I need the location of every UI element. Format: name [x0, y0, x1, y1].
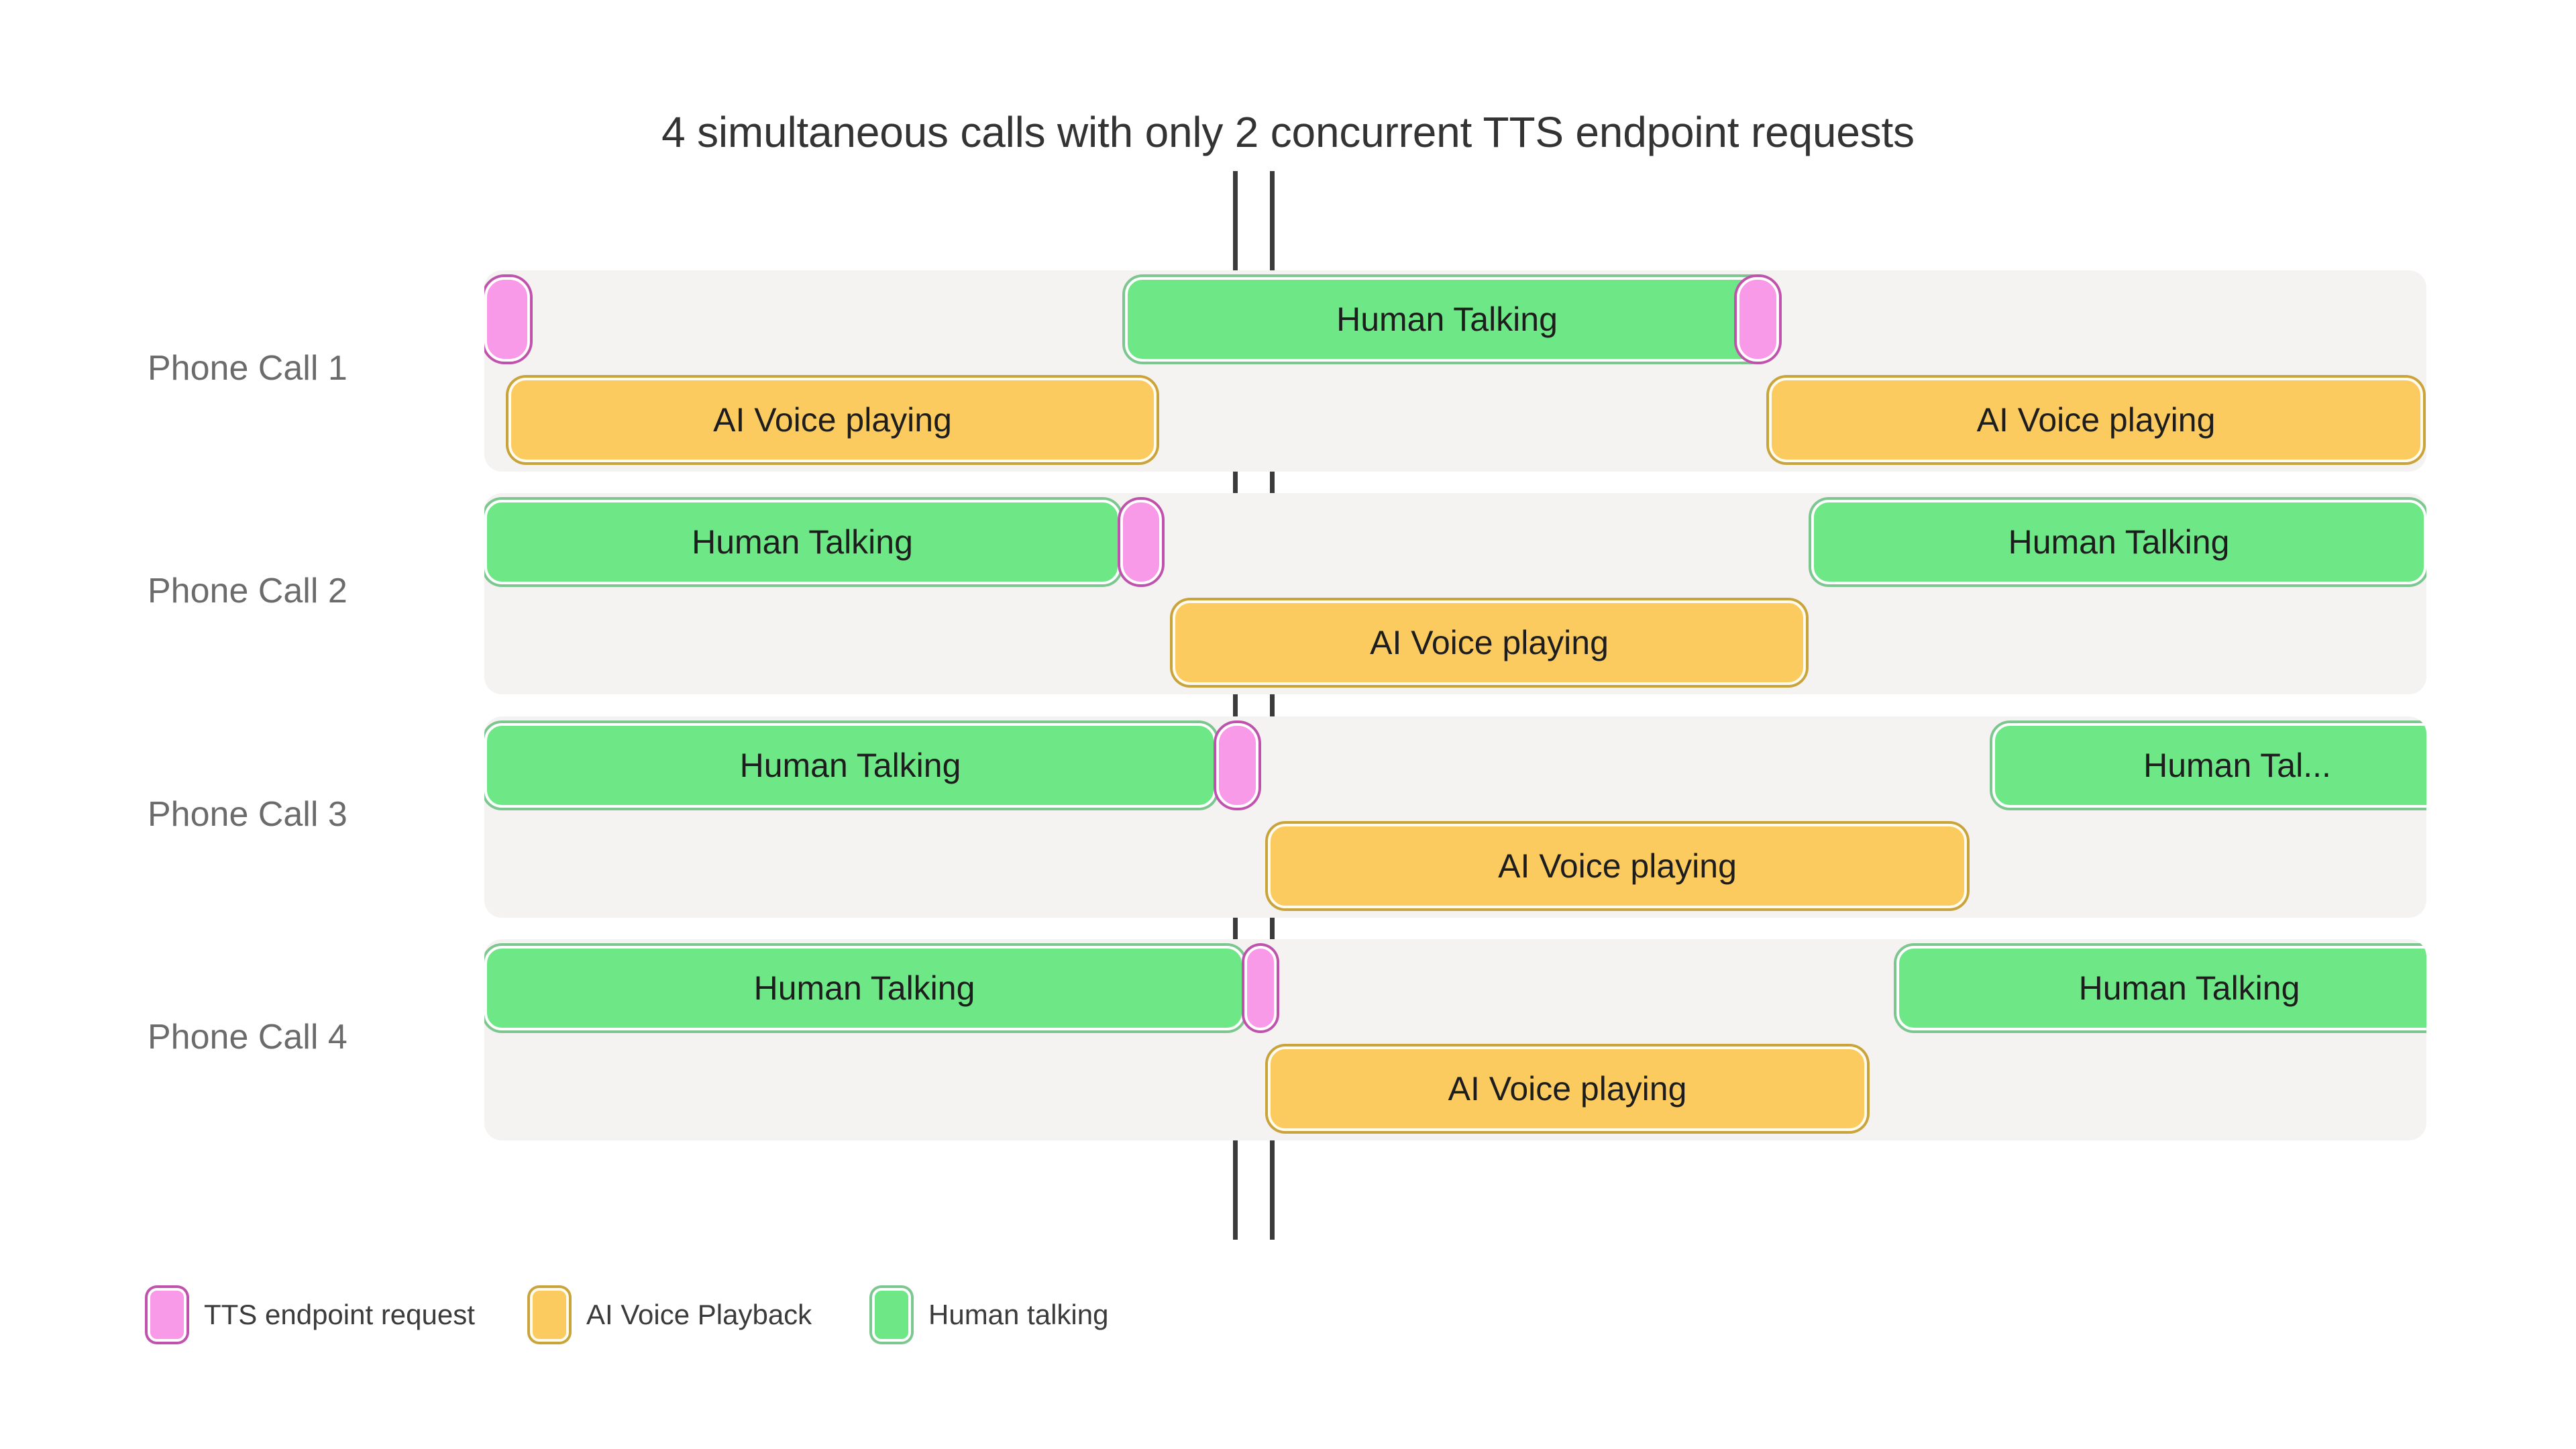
bar-label: AI Voice playing [1370, 624, 1609, 661]
bar-label: Human Tal... [2143, 747, 2331, 784]
bar-label: Human Talking [2008, 523, 2230, 561]
tts-request-bar[interactable] [1120, 500, 1162, 584]
human-talking-bar[interactable]: Human Talking [484, 500, 1120, 584]
bar-label: Human Talking [692, 523, 913, 561]
ai-voice-playback-bar[interactable]: AI Voice playing [1268, 824, 1967, 908]
row-label-phone-call-2: Phone Call 2 [148, 572, 347, 610]
bar-label: AI Voice playing [1498, 847, 1737, 885]
legend-swatch-human-icon [872, 1288, 911, 1342]
legend-swatch-ai-icon [530, 1288, 569, 1342]
concurrency-line-1 [1233, 171, 1238, 1240]
tts-request-bar[interactable] [1737, 277, 1779, 362]
row-label-phone-call-3: Phone Call 3 [148, 795, 347, 834]
bar-label: Human Talking [753, 969, 975, 1007]
human-talking-bar[interactable]: Human Talking [1125, 277, 1769, 362]
ai-voice-playback-bar[interactable]: AI Voice playing [1173, 600, 1806, 685]
row-label-phone-call-1: Phone Call 1 [148, 349, 347, 388]
timeline-track-phone-call-2: Human Talking Human Talking AI Voice playi… [484, 493, 2426, 694]
bar-label: AI Voice playing [1448, 1070, 1687, 1108]
bar-label: AI Voice playing [713, 401, 952, 439]
ai-voice-playback-bar[interactable]: AI Voice playing [508, 378, 1157, 462]
human-talking-bar[interactable]: Human Talking [1811, 500, 2426, 584]
tts-request-bar[interactable] [1244, 946, 1277, 1030]
tts-request-bar[interactable] [1216, 723, 1258, 808]
legend-item-tts[interactable]: TTS endpoint request [148, 1285, 475, 1345]
human-talking-bar[interactable]: Human Talking [1896, 946, 2426, 1030]
legend-item-human[interactable]: Human talking [872, 1285, 1108, 1345]
ai-voice-playback-bar[interactable]: AI Voice playing [1268, 1046, 1867, 1131]
human-talking-bar[interactable]: Human Tal... [1992, 723, 2426, 808]
bar-label: Human Talking [1336, 301, 1558, 338]
human-talking-bar[interactable]: Human Talking [484, 946, 1244, 1030]
legend-swatch-tts-icon [148, 1288, 186, 1342]
page-title: 4 simultaneous calls with only 2 concurr… [661, 108, 1915, 156]
human-talking-bar[interactable]: Human Talking [484, 723, 1216, 808]
row-label-phone-call-4: Phone Call 4 [148, 1018, 347, 1057]
legend-label-human: Human talking [928, 1299, 1109, 1330]
timeline-track-phone-call-1: Human Talking AI Voice playing AI Voice pl… [484, 270, 2426, 472]
legend-item-ai[interactable]: AI Voice Playback [530, 1285, 812, 1345]
bar-label: Human Talking [739, 747, 961, 784]
ai-voice-playback-bar[interactable]: AI Voice playing [1769, 378, 2423, 462]
legend-label-ai: AI Voice Playback [586, 1299, 812, 1330]
timeline-track-phone-call-4: Human Talking Human Talking AI Voice playi… [484, 939, 2426, 1140]
bar-label: Human Talking [2078, 969, 2300, 1007]
legend-label-tts: TTS endpoint request [204, 1299, 475, 1330]
timeline-track-phone-call-3: Human Talking Human Tal... AI Voice playin… [484, 716, 2426, 918]
tts-request-bar[interactable] [484, 277, 530, 362]
bar-label: AI Voice playing [1976, 401, 2216, 439]
concurrency-line-2 [1270, 171, 1275, 1240]
